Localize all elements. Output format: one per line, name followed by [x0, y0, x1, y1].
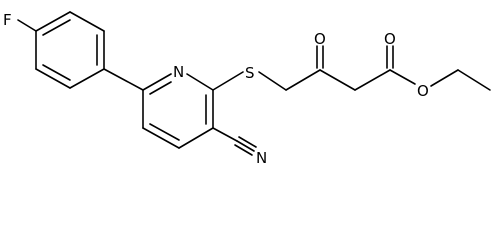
- atom-pyridine-nitrogen: N: [173, 63, 184, 81]
- bond-ar2: [69, 11, 105, 32]
- atom-fluorine: F: [3, 11, 12, 29]
- side-chain: [212, 45, 491, 91]
- atom-ketone-oxygen: O: [314, 30, 326, 48]
- bond-coo-oet: [389, 69, 416, 85]
- bond-ar-double-1: [42, 19, 71, 36]
- bond-ch2-ch3: [457, 69, 491, 91]
- atom-ester-oxygen: O: [417, 82, 429, 100]
- bond-ar4: [69, 68, 105, 89]
- pyridine-ring: [142, 73, 214, 149]
- bond-py-double-3: [149, 123, 180, 141]
- bond-c-s: [212, 71, 244, 91]
- bond-ch2-coo: [354, 69, 391, 91]
- atom-ester-carbonyl-oxygen: O: [384, 30, 396, 48]
- bond-py1: [142, 73, 172, 91]
- bond-py4: [178, 127, 214, 149]
- bond-aryl-pyridine: [103, 68, 144, 91]
- bond-ch2-co: [285, 69, 321, 91]
- atom-sulfur: S: [245, 64, 255, 82]
- bond-s-ch2: [258, 71, 287, 91]
- bond-triple-2: [238, 136, 257, 148]
- bond-triple-1: [236, 140, 255, 152]
- bond-ar-double-3: [42, 64, 71, 81]
- bond-ar5: [35, 68, 71, 89]
- bond-py-double-1: [149, 81, 172, 95]
- bond-c-cn: [212, 127, 238, 142]
- bond-py2: [186, 73, 214, 91]
- bond-o-ch2: [430, 69, 459, 87]
- bond-py5: [142, 127, 180, 149]
- structure-canvas: F N S O O O N: [3, 11, 491, 167]
- molecule-drawing: F N S O O O N: [3, 11, 491, 167]
- bond-co-ch2: [319, 69, 356, 91]
- bond-triple-3: [234, 144, 253, 156]
- nitrile-group: [212, 127, 257, 156]
- atom-nitrile-nitrogen: N: [256, 149, 267, 167]
- bond-ar1: [35, 11, 71, 32]
- fluorophenyl-ring: [17, 11, 105, 89]
- bond-f-c: [17, 19, 37, 32]
